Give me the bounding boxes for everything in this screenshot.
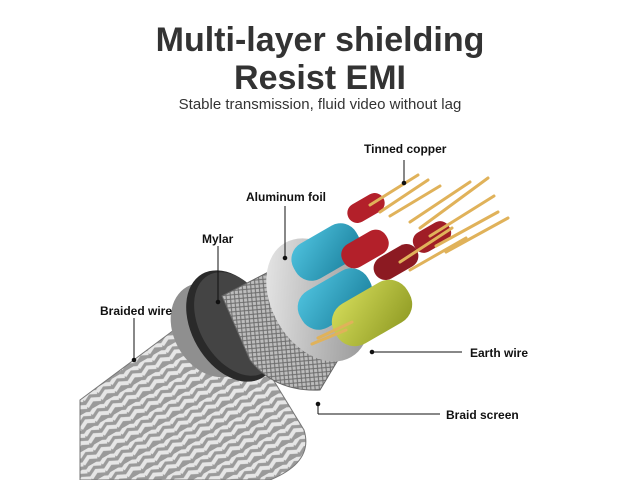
inner-cores [291,193,452,347]
braid-screen-label: Braid screen [446,408,519,422]
tinned-copper-label: Tinned copper [364,142,447,156]
braided-wire-label: Braided wire [100,304,173,318]
tinned-copper-strands [310,173,510,346]
leader-lines [131,160,462,415]
mylar-label: Mylar [202,232,234,246]
title-line-1: Multi-layer shielding [155,21,485,59]
subtitle: Stable transmission, fluid video without… [178,96,462,113]
aluminum-foil-label: Aluminum foil [246,190,326,204]
earth-wire-label: Earth wire [470,346,529,360]
title-line-2: Resist EMI [234,59,406,97]
